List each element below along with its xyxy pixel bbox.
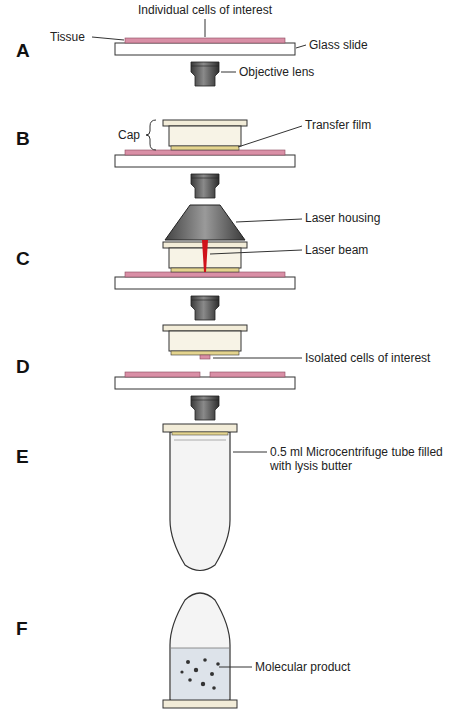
- panel-letter: C: [16, 248, 30, 270]
- callout-label: Individual cells of interest: [138, 3, 272, 17]
- panel-f: [163, 593, 252, 708]
- panel-letter: D: [16, 356, 30, 378]
- callout-label: Cap: [118, 128, 140, 142]
- panel-letter: E: [16, 446, 29, 468]
- callout-label: Tissue: [50, 30, 85, 44]
- panel-b: [115, 120, 302, 198]
- panel-e: [163, 424, 267, 571]
- panel-c: [115, 205, 302, 320]
- callout-label: Laser housing: [305, 211, 380, 225]
- panel-letter: B: [16, 128, 30, 150]
- callout-label: Transfer film: [305, 118, 371, 132]
- callout-label: Isolated cells of interest: [305, 351, 430, 365]
- panel-letter: A: [16, 40, 30, 62]
- callout-label: 0.5 ml Microcentrifuge tube filled with …: [270, 445, 460, 473]
- panel-d: [115, 325, 302, 420]
- callout-label: Laser beam: [305, 243, 368, 257]
- panel-letter: F: [16, 618, 28, 640]
- callout-label: Glass slide: [309, 38, 368, 52]
- callout-label: Objective lens: [239, 65, 314, 79]
- callout-label: Molecular product: [255, 660, 350, 674]
